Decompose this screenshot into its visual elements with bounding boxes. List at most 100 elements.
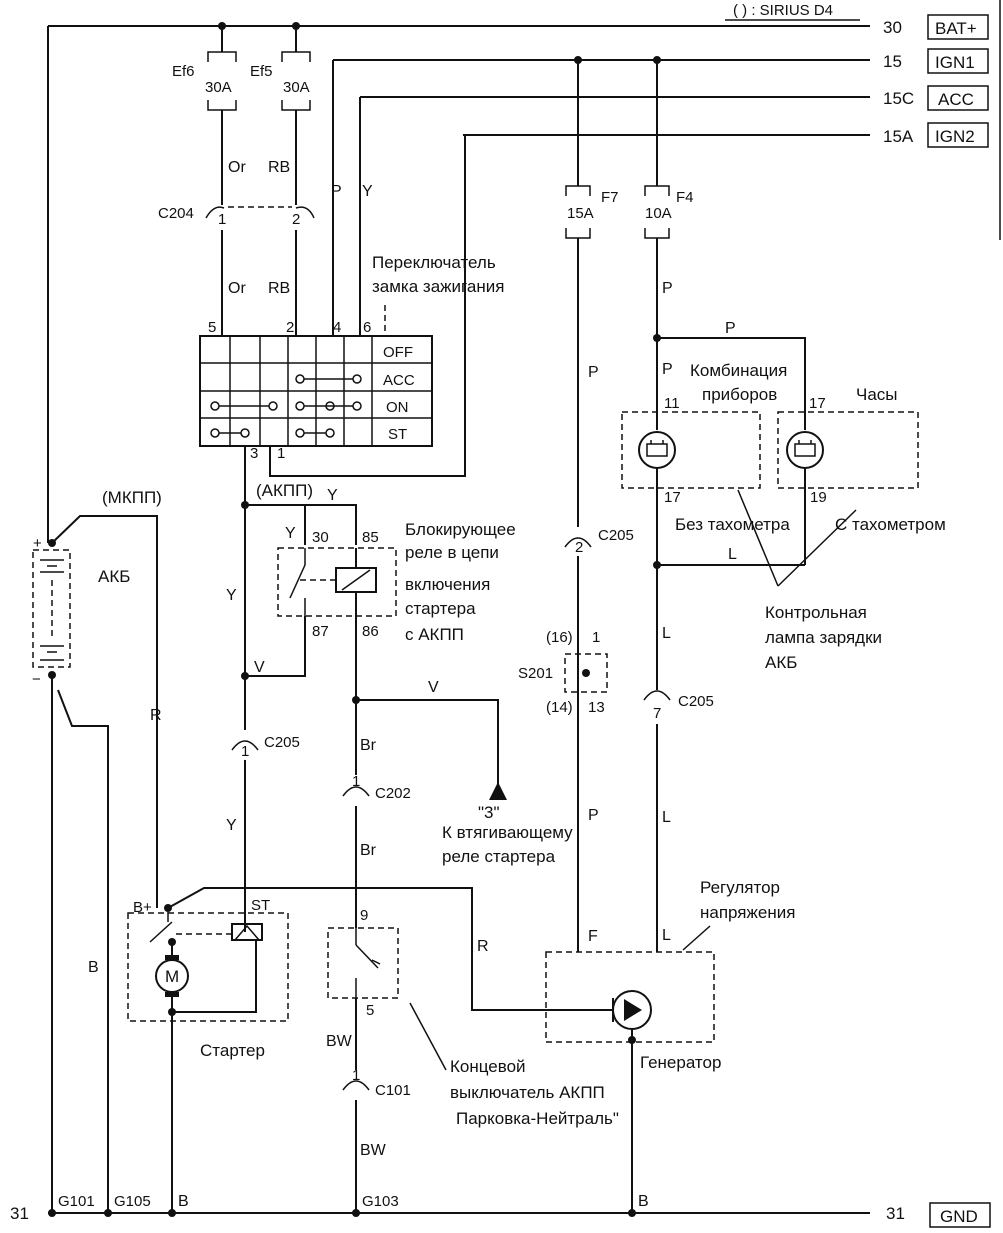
c101-arc	[342, 1080, 370, 1091]
motor-label: M	[165, 967, 179, 986]
wire-p-label-4: P	[725, 320, 736, 337]
battery-minus-sign: −	[32, 671, 41, 688]
ground-g103: G103	[362, 1193, 399, 1210]
clock-lamp-icon	[786, 431, 824, 469]
wire-b-label-gen: B	[638, 1193, 649, 1210]
acc-box	[927, 85, 989, 111]
clock-box	[777, 411, 919, 489]
wire-or-label-1: Or	[228, 159, 246, 176]
ground-g101-dot	[48, 1209, 56, 1217]
wire-ign2-loop	[269, 135, 466, 477]
connector-c202: C202	[375, 785, 411, 802]
c205-pin7-arc	[643, 690, 671, 701]
c204-pin-2: 2	[292, 211, 300, 228]
c205-pin-7: 7	[653, 705, 661, 722]
nsw-label-2: выключатель АКПП	[450, 1083, 605, 1102]
fuse-f7-bottom	[565, 228, 591, 239]
rail-15c-num: 15C	[883, 89, 914, 108]
ign2-tag: IGN2	[935, 127, 975, 146]
generator-label: Генератор	[640, 1053, 721, 1072]
fuse-ef5-bottom	[281, 100, 311, 111]
battery-plus-sign: +	[33, 535, 42, 552]
nsw-blade	[355, 944, 379, 969]
wire-bw-label-1: BW	[326, 1033, 353, 1050]
ignition-switch-label-1: Переключатель	[372, 253, 496, 272]
wire-p-label: P	[331, 183, 342, 200]
sw-pin-4: 4	[333, 319, 341, 336]
wire-f-label: F	[588, 928, 598, 945]
relay-pin-87: 87	[312, 623, 329, 640]
connector-s201: S201	[518, 665, 553, 682]
cluster-box	[621, 411, 761, 489]
ground-g103-dot	[352, 1209, 360, 1217]
bat-plus-box	[927, 14, 989, 40]
wire-y-label-3: Y	[327, 487, 338, 504]
with-tacho-label: С тахометром	[835, 515, 946, 534]
wire-r-label-2: R	[477, 938, 489, 955]
to-relay-number: "3"	[478, 803, 500, 822]
wire-or-label-2: Or	[228, 280, 246, 297]
battery-box	[32, 549, 71, 668]
wire-rb-label-1: RB	[268, 159, 290, 176]
starter-label: Стартер	[200, 1041, 265, 1060]
relay-pin-30: 30	[312, 529, 329, 546]
fuse-ef6-bottom	[207, 100, 237, 111]
nsw-label-1: Концевой	[450, 1057, 526, 1076]
sw-pin-5: 5	[208, 319, 216, 336]
c204-arc-right	[295, 206, 315, 219]
junction-gen-bottom	[628, 1036, 636, 1044]
sw-pin-3: 3	[250, 445, 258, 462]
c101-pin-1: 1	[352, 1067, 360, 1084]
sirius-note: ( ) : SIRIUS D4	[733, 2, 833, 19]
nsw-pin-5: 5	[366, 1002, 374, 1019]
starter-box	[127, 912, 289, 1022]
wire-bw-label-2: BW	[360, 1142, 387, 1159]
nsw-label-3: Парковка-Нейтраль"	[456, 1109, 619, 1128]
connector-c205-b: C205	[598, 527, 634, 544]
wire-y-label-2: Y	[226, 587, 237, 604]
wire-l-label-3: L	[662, 809, 671, 826]
acc-tag: ACC	[938, 90, 974, 109]
label-akpp: (АКПП)	[256, 481, 313, 500]
ign2-box	[927, 122, 989, 148]
diode-icon	[612, 990, 652, 1030]
fuse-f4-bottom	[644, 228, 670, 239]
wire-p-label-2: P	[588, 364, 599, 381]
connector-c101: C101	[375, 1082, 411, 1099]
ground-g101: G101	[58, 1193, 95, 1210]
ground-num-right: 31	[886, 1204, 905, 1223]
nsw-pin-9: 9	[360, 907, 368, 924]
s201-pin-1: 1	[592, 629, 600, 646]
ignition-switch-grid	[199, 335, 433, 447]
c204-pin-1: 1	[218, 211, 226, 228]
starter-solenoid	[231, 923, 263, 941]
relay-contact-blade	[289, 564, 306, 599]
junction-bat-plus	[48, 539, 56, 547]
nsw-tick	[371, 959, 381, 965]
wire-b-label-1: B	[88, 959, 99, 976]
wire-v-to-relay	[356, 699, 499, 790]
battery-icon	[40, 559, 64, 661]
wire-b-g105	[57, 689, 109, 1213]
sw-pos-on: ON	[386, 399, 409, 416]
ground-num-left: 31	[10, 1204, 29, 1223]
charge-lamp-label-3: АКБ	[765, 653, 797, 672]
ground-starter-dot	[168, 1209, 176, 1217]
fuse-f7-rating: 15A	[567, 205, 594, 222]
clk-pin-17: 17	[809, 395, 826, 412]
ground-g105: G105	[114, 1193, 151, 1210]
wire-p-label-6: P	[588, 807, 599, 824]
sw-pin-6: 6	[363, 319, 371, 336]
clock-label: Часы	[856, 385, 898, 404]
splice-s201-dot	[582, 669, 590, 677]
cluster-label-1: Комбинация	[690, 361, 787, 380]
wire-p-label-5: P	[662, 361, 673, 378]
ic-pin-17: 17	[664, 489, 681, 506]
connector-c204: C204	[158, 205, 194, 222]
regulator-label-1: Регулятор	[700, 878, 780, 897]
fuse-f7-name: F7	[601, 189, 619, 206]
connector-c205-a: C205	[264, 734, 300, 751]
relay-label-2: реле в цепи	[405, 543, 499, 562]
c205-pin-1: 1	[241, 743, 249, 760]
wire-v-label-1: V	[254, 659, 265, 676]
